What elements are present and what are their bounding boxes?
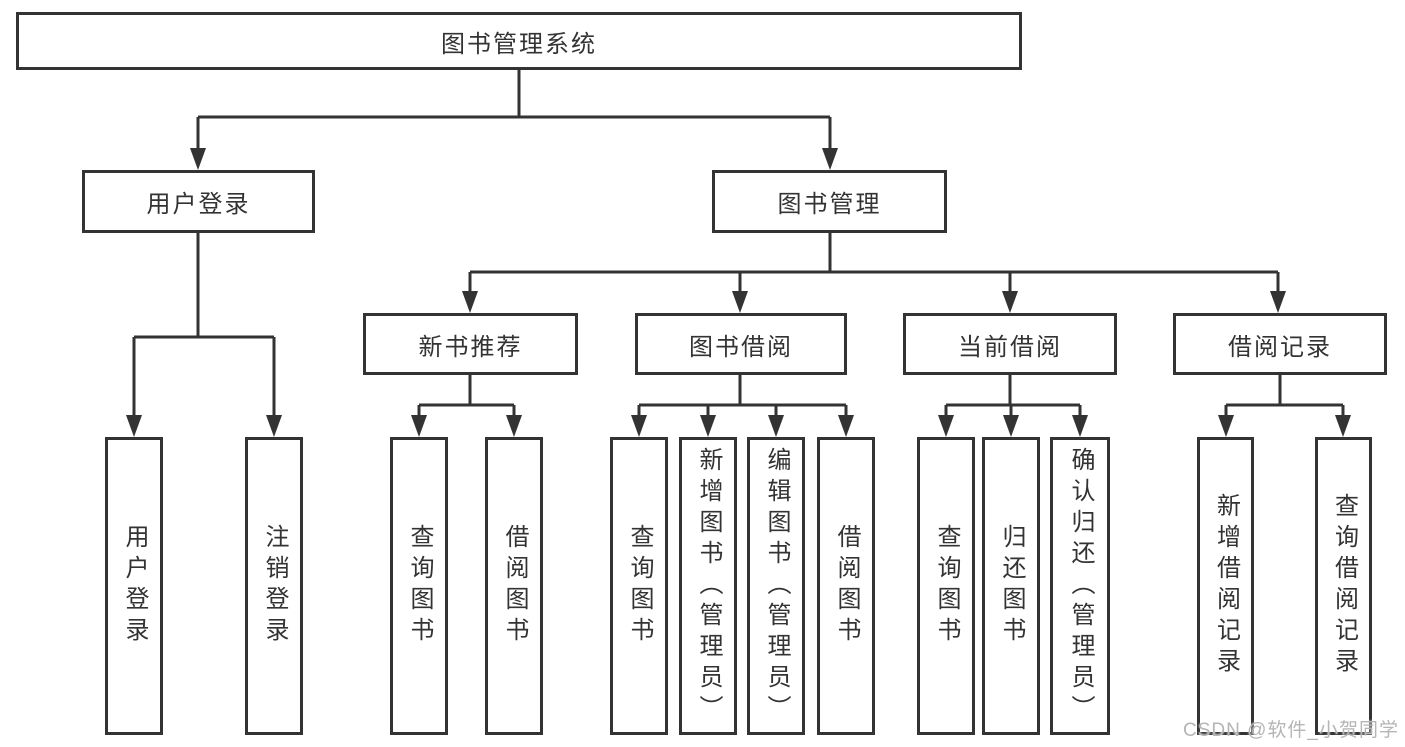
leaf-label: 查询图书 <box>933 524 960 648</box>
arrowhead-icon <box>732 291 748 313</box>
arrowhead-icon <box>1270 291 1286 313</box>
leaf-add-books-admin: 新增图书（管理员） <box>679 437 737 735</box>
node-book-borrowing: 图书借阅 <box>635 313 847 375</box>
arrowhead-icon <box>506 415 522 437</box>
leaf-borrow-books-recommend: 借阅图书 <box>485 437 543 735</box>
leaf-query-books-current: 查询图书 <box>917 437 975 735</box>
arrowhead-icon <box>462 291 478 313</box>
arrowhead-icon <box>938 415 954 437</box>
leaf-label: 查询图书 <box>406 524 433 648</box>
leaf-label: 新增图书（管理员） <box>695 446 722 726</box>
node-current-borrowing: 当前借阅 <box>903 313 1117 375</box>
node-label: 当前借阅 <box>958 333 1062 361</box>
leaf-query-borrow-record: 查询借阅记录 <box>1315 437 1372 735</box>
leaf-logout: 注销登录 <box>245 437 303 735</box>
leaf-confirm-return-admin: 确认归还（管理员） <box>1050 437 1110 735</box>
node-borrowing-records: 借阅记录 <box>1173 313 1387 375</box>
node-root-library-system: 图书管理系统 <box>16 12 1022 70</box>
node-label: 图书管理系统 <box>441 30 597 58</box>
leaf-label: 借阅图书 <box>501 524 528 648</box>
node-user-login: 用户登录 <box>82 170 315 233</box>
leaf-label: 注销登录 <box>261 524 288 648</box>
arrowhead-icon <box>768 415 784 437</box>
node-new-book-recommendation: 新书推荐 <box>363 313 578 375</box>
leaf-borrow-books: 借阅图书 <box>817 437 875 735</box>
leaf-label: 查询借阅记录 <box>1330 493 1358 679</box>
leaf-user-login: 用户登录 <box>105 437 163 735</box>
node-label: 借阅记录 <box>1228 333 1332 361</box>
arrowhead-icon <box>1072 415 1088 437</box>
leaf-label: 确认归还（管理员） <box>1067 446 1094 726</box>
leaf-add-borrow-record: 新增借阅记录 <box>1197 437 1254 735</box>
arrowheads <box>126 148 1351 437</box>
leaf-label: 用户登录 <box>121 524 148 648</box>
leaf-edit-books-admin: 编辑图书（管理员） <box>747 437 805 735</box>
node-label: 图书管理 <box>777 191 882 218</box>
leaf-query-books-recommend: 查询图书 <box>390 437 448 735</box>
arrowhead-icon <box>1002 291 1018 313</box>
node-label: 用户登录 <box>146 191 251 218</box>
arrowhead-icon <box>822 148 838 170</box>
tree-connector-path <box>132 70 1345 418</box>
arrowhead-icon <box>190 148 206 170</box>
arrowhead-icon <box>1335 415 1351 437</box>
arrowhead-icon <box>700 415 716 437</box>
arrowhead-icon <box>631 415 647 437</box>
leaf-label: 新增借阅记录 <box>1212 493 1240 679</box>
node-label: 图书借阅 <box>689 333 793 361</box>
node-book-management: 图书管理 <box>712 170 947 233</box>
arrowhead-icon <box>266 415 282 437</box>
csdn-watermark: CSDN @软件_小贺同学 <box>1183 720 1399 741</box>
leaf-return-books: 归还图书 <box>982 437 1040 735</box>
arrowhead-icon <box>411 415 427 437</box>
leaf-query-books-borrowing: 查询图书 <box>610 437 668 735</box>
node-label: 新书推荐 <box>418 333 523 361</box>
arrowhead-icon <box>126 415 142 437</box>
leaf-label: 借阅图书 <box>833 524 860 648</box>
leaf-label: 编辑图书（管理员） <box>763 446 790 726</box>
arrowhead-icon <box>1003 415 1019 437</box>
arrowhead-icon <box>1218 415 1234 437</box>
leaf-label: 归还图书 <box>998 524 1025 648</box>
arrowhead-icon <box>838 415 854 437</box>
leaf-label: 查询图书 <box>626 524 653 648</box>
